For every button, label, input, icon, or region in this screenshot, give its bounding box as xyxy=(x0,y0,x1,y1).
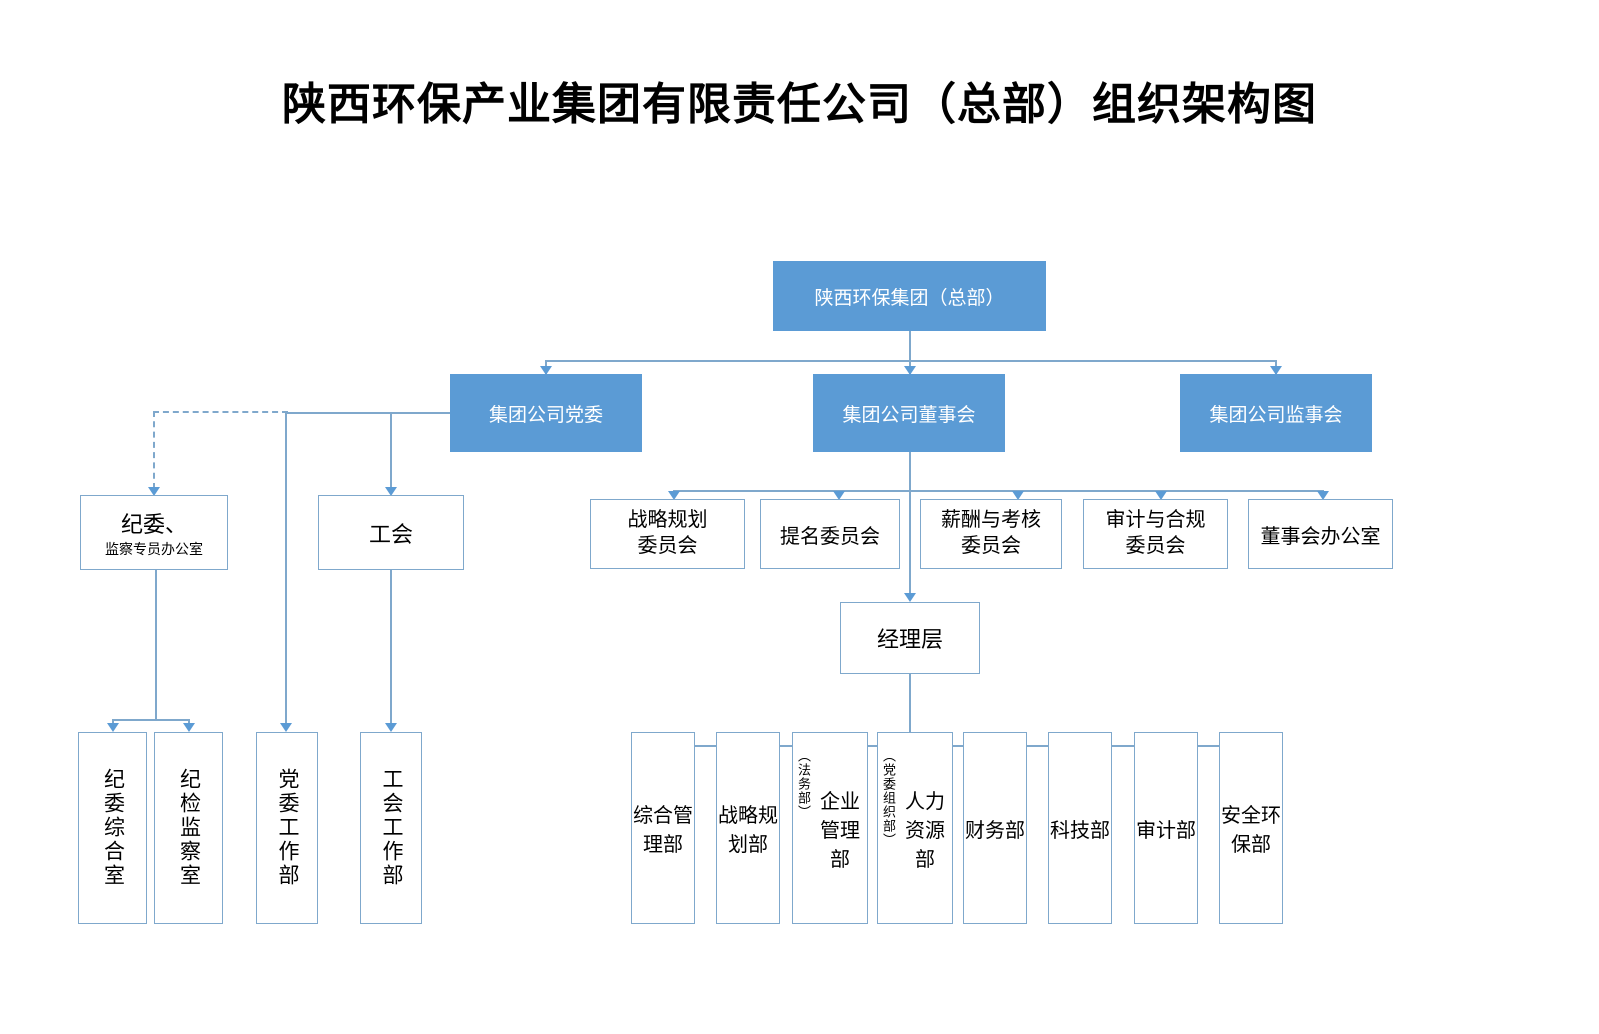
node-dept-enterprise-management-label: 企业管理部 xyxy=(820,790,860,871)
node-discipline-line1: 纪委、 xyxy=(120,511,187,537)
node-dept-audit-label: 审计部 xyxy=(1136,819,1196,842)
arrow-committee-3 xyxy=(1012,491,1024,500)
connector-board-to-management xyxy=(909,490,911,596)
node-union-work-department[interactable]: 工会工作部 xyxy=(360,732,422,924)
node-party-work-department-label: 党委工作部 xyxy=(276,768,299,888)
node-root-group-hq[interactable]: 陕西环保集团（总部） xyxy=(773,261,1046,331)
arrow-level2-right xyxy=(1270,366,1282,375)
node-management-layer[interactable]: 经理层 xyxy=(840,602,980,674)
arrow-committee-1 xyxy=(668,491,680,500)
node-board-of-supervisors[interactable]: 集团公司监事会 xyxy=(1180,374,1372,452)
node-labor-union-label: 工会 xyxy=(368,521,413,547)
node-dept-finance[interactable]: 财务部 xyxy=(963,732,1027,924)
node-board-secretariat-office-label: 董事会办公室 xyxy=(1260,525,1381,548)
node-discipline-inspection-office[interactable]: 纪委、 监察专员办公室 xyxy=(80,495,228,570)
node-dept-strategy-planning-label: 战略规划部 xyxy=(718,805,778,856)
node-committee-compensation-line2: 委员会 xyxy=(961,535,1021,557)
node-committee-audit-line2: 委员会 xyxy=(1125,535,1186,557)
node-union-work-department-label: 工会工作部 xyxy=(380,768,403,888)
arrow-committee-2 xyxy=(833,491,845,500)
node-party-committee[interactable]: 集团公司党委 xyxy=(450,374,642,452)
arrow-union xyxy=(385,487,397,496)
node-dept-human-resources-label: 人力资源部 xyxy=(905,790,945,871)
arrow-committee-5 xyxy=(1317,491,1329,500)
node-dept-enterprise-management[interactable]: 企业管理部 （法务部） xyxy=(792,732,868,924)
node-dept-technology[interactable]: 科技部 xyxy=(1048,732,1112,924)
node-committee-compensation-assessment[interactable]: 薪酬与考核 委员会 xyxy=(920,499,1062,569)
node-committee-audit-compliance[interactable]: 审计与合规 委员会 xyxy=(1083,499,1228,569)
node-dept-human-resources[interactable]: 人力资源部 （党委组织部） xyxy=(877,732,953,924)
node-jiwei-general-office[interactable]: 纪委综合室 xyxy=(78,732,147,924)
node-committee-strategy-planning-line1: 战略规划 xyxy=(627,509,708,532)
connector-union-drop xyxy=(390,412,392,490)
node-management-layer-label: 经理层 xyxy=(876,627,943,652)
node-board-of-directors-label: 集团公司董事会 xyxy=(842,404,976,426)
node-dept-general-management[interactable]: 综合管理部 xyxy=(631,732,695,924)
node-jiwei-general-office-label: 纪委综合室 xyxy=(101,768,125,888)
connector-discipline-stem xyxy=(155,570,157,720)
node-dept-safety-environment[interactable]: 安全环保部 xyxy=(1219,732,1283,924)
node-party-committee-label: 集团公司党委 xyxy=(488,404,603,426)
arrow-committee-4 xyxy=(1155,491,1167,500)
node-party-work-department[interactable]: 党委工作部 xyxy=(256,732,318,924)
node-committee-nomination-label: 提名委员会 xyxy=(780,525,880,548)
connector-party-long-drop xyxy=(285,412,287,730)
node-committee-compensation-line1: 薪酬与考核 xyxy=(941,509,1041,532)
node-dept-audit[interactable]: 审计部 xyxy=(1134,732,1198,924)
node-root-label: 陕西环保集团（总部） xyxy=(814,287,1005,309)
node-board-of-supervisors-label: 集团公司监事会 xyxy=(1209,404,1343,426)
node-board-secretariat-office[interactable]: 董事会办公室 xyxy=(1248,499,1393,569)
node-board-of-directors[interactable]: 集团公司董事会 xyxy=(813,374,1005,452)
connector-committee-bus xyxy=(673,490,1323,492)
arrow-level2-left xyxy=(540,366,552,375)
node-committee-strategy-planning-line2: 委员会 xyxy=(637,535,698,557)
node-committee-strategy-planning[interactable]: 战略规划 委员会 xyxy=(590,499,745,569)
node-dept-strategy-planning[interactable]: 战略规划部 xyxy=(716,732,780,924)
node-committee-nomination[interactable]: 提名委员会 xyxy=(760,499,900,569)
connector-discipline-bus xyxy=(112,719,188,721)
node-discipline-line2: 监察专员办公室 xyxy=(105,540,203,557)
node-dept-human-resources-sub: （党委组织部） xyxy=(881,749,896,847)
node-labor-union[interactable]: 工会 xyxy=(318,495,464,570)
arrow-management xyxy=(904,593,916,602)
node-dept-enterprise-management-sub: （法务部） xyxy=(796,749,811,819)
connector-management-stem xyxy=(909,674,911,745)
arrow-party-work-dept xyxy=(280,723,292,732)
page-title: 陕西环保产业集团有限责任公司（总部）组织架构图 xyxy=(282,80,1317,129)
node-discipline-supervision-office[interactable]: 纪检监察室 xyxy=(154,732,223,924)
connector-party-out-bus xyxy=(285,412,450,414)
node-committee-audit-line1: 审计与合规 xyxy=(1105,509,1206,532)
node-dept-technology-label: 科技部 xyxy=(1050,819,1110,842)
node-dept-finance-label: 财务部 xyxy=(965,819,1025,842)
connector-discipline-dashed-h xyxy=(153,411,288,413)
connector-board-stem xyxy=(909,452,911,492)
arrow-level2-mid xyxy=(904,366,916,375)
arrow-discipline xyxy=(148,487,160,496)
node-discipline-supervision-office-label: 纪检监察室 xyxy=(177,768,201,888)
node-dept-general-management-label: 综合管理部 xyxy=(633,805,693,856)
connector-union-stem xyxy=(390,570,392,726)
arrow-union-work-dept xyxy=(385,723,397,732)
arrow-jiwei-office xyxy=(107,723,119,732)
node-dept-safety-environment-label: 安全环保部 xyxy=(1221,805,1281,856)
arrow-jijian-office xyxy=(183,723,195,732)
connector-root-stem xyxy=(909,331,911,361)
connector-discipline-dashed-v xyxy=(153,411,155,489)
